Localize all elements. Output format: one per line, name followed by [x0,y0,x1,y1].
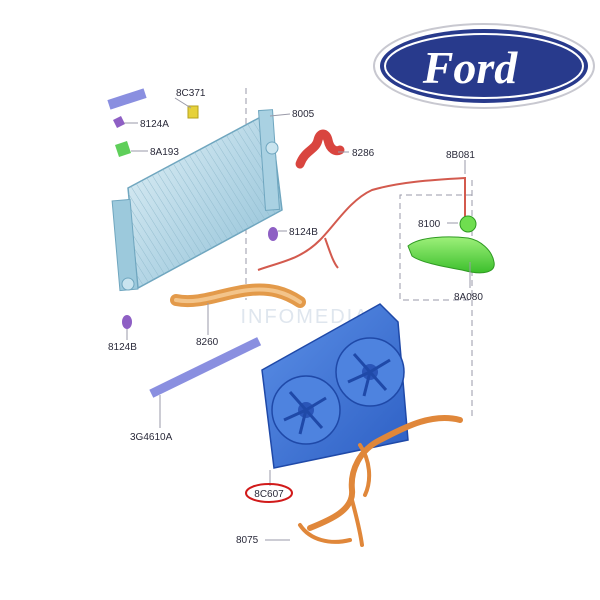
lower-hose-long [307,415,463,531]
part-label-8286: 8286 [352,148,375,159]
radiator [111,109,283,292]
upper-hose [295,129,345,169]
coolant-reservoir [407,215,495,274]
part-label-8c371: 8C371 [176,88,206,99]
mount-lower-icon [122,315,132,329]
mount-upper-icon [113,116,125,128]
bracket-yellow-icon [187,105,199,119]
overflow-hose [257,176,466,271]
part-label-8b081: 8B081 [446,150,475,161]
mount-mid-icon [268,227,278,241]
lower-hose-branch [298,443,372,547]
bracket-small-icon [115,141,131,157]
part-label-3g4610a: 3G4610A [130,432,173,443]
highlight-ring [245,483,293,503]
part-label-8075: 8075 [236,535,259,546]
reservoir-bracket [399,194,472,301]
part-label-8124a: 8124A [140,119,169,130]
ford-logo-text: Ford [422,42,519,93]
fan-shroud [261,303,409,469]
part-label-8a193: 8A193 [150,147,179,158]
lower-seal-strip [149,337,262,398]
ford-logo: Ford [373,23,595,109]
part-label-8005: 8005 [292,109,315,120]
part-label-8124b-lower: 8124B [108,342,137,353]
watermark-text: INFOMEDIA [240,306,369,328]
part-label-8260: 8260 [196,337,219,348]
upper-seal-strip [107,88,147,110]
part-label-8124b-mid: 8124B [289,227,318,238]
part-label-8a080: 8A080 [454,292,483,303]
overflow-hose-branch [324,237,339,269]
part-label-8100: 8100 [418,219,441,230]
part-label-8c607: 8C607 [254,489,284,500]
